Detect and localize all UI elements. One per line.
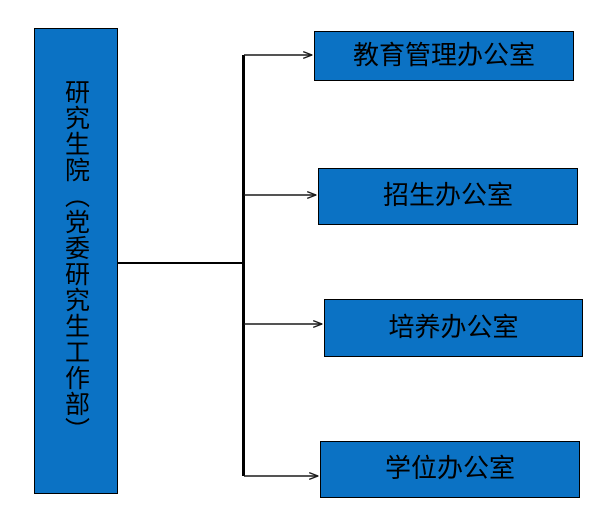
org-node-admissions-office[interactable]: 招生办公室 bbox=[318, 168, 578, 225]
org-node-training-office[interactable]: 培养办公室 bbox=[324, 299, 583, 357]
org-node-label: 招生办公室 bbox=[382, 181, 513, 212]
org-node-label: 培养办公室 bbox=[388, 312, 519, 343]
org-node-root-label: 研究生院（党委研究生工作部） bbox=[61, 79, 91, 443]
org-node-root[interactable]: 研究生院（党委研究生工作部） bbox=[34, 28, 118, 494]
org-node-label: 学位办公室 bbox=[384, 454, 515, 485]
org-node-degree-office[interactable]: 学位办公室 bbox=[320, 441, 580, 498]
org-node-education-management-office[interactable]: 教育管理办公室 bbox=[314, 31, 574, 81]
org-node-label: 教育管理办公室 bbox=[352, 40, 535, 71]
